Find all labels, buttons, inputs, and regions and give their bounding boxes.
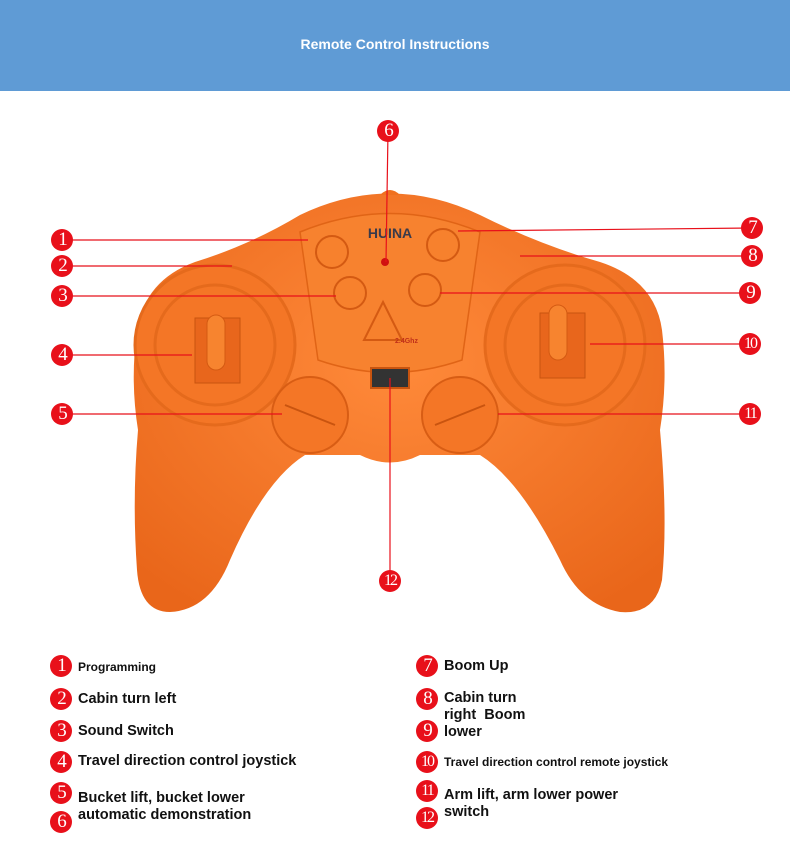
callout-7: 7 bbox=[741, 217, 763, 239]
legend-num: 4 bbox=[50, 751, 72, 773]
svg-text:2.4Ghz: 2.4Ghz bbox=[395, 338, 418, 345]
left-joystick bbox=[194, 314, 241, 384]
controller-diagram: HUINA 2.4Ghz bbox=[62, 130, 753, 613]
legend-text: Travel direction control remote joystick bbox=[444, 755, 669, 769]
legend-num: 12 bbox=[416, 807, 438, 829]
callout-11: 11 bbox=[739, 403, 761, 425]
callout-lines bbox=[62, 130, 753, 581]
legend-num: 10 bbox=[416, 751, 438, 773]
callout-1: 1 bbox=[51, 229, 73, 251]
callout-5: 5 bbox=[51, 403, 73, 425]
legend-text: Sound Switch bbox=[78, 723, 174, 739]
legend-num: 3 bbox=[50, 720, 72, 742]
legend-num: 7 bbox=[416, 655, 438, 677]
legend-text: Bucket lift, bucket lower bbox=[78, 790, 245, 806]
legend-text: switch bbox=[444, 804, 490, 820]
brand-logo: HUINA bbox=[368, 225, 412, 241]
legend-num: 5 bbox=[50, 782, 72, 804]
legend-text: Cabin turn left bbox=[78, 691, 177, 707]
callout-9: 9 bbox=[739, 282, 761, 304]
legend-text: Arm lift, arm lower power bbox=[444, 787, 619, 803]
callout-10: 10 bbox=[739, 333, 761, 355]
callout-12: 12 bbox=[379, 570, 401, 592]
legend-num: 6 bbox=[50, 811, 72, 833]
controller-body: HUINA 2.4Ghz bbox=[133, 190, 665, 613]
page-title: Remote Control Instructions bbox=[300, 36, 490, 52]
legend-text: lower bbox=[444, 724, 482, 740]
callout-8: 8 bbox=[741, 245, 763, 267]
legend-text: Programming bbox=[78, 660, 157, 674]
legend-num: 11 bbox=[416, 780, 438, 802]
legend-text: Boom Up bbox=[444, 658, 509, 674]
legend-text: Cabin turn bbox=[444, 690, 517, 706]
legend-num: 8 bbox=[416, 688, 438, 710]
legend-num: 9 bbox=[416, 720, 438, 742]
callout-4: 4 bbox=[51, 344, 73, 366]
legend-num: 1 bbox=[50, 655, 72, 677]
right-joystick bbox=[539, 304, 586, 379]
legend-text: right Boom bbox=[444, 707, 526, 723]
legend-text: automatic demonstration bbox=[78, 807, 252, 823]
callout-6: 6 bbox=[377, 120, 399, 142]
callout-3: 3 bbox=[51, 285, 73, 307]
legend-text: Travel direction control joystick bbox=[78, 753, 297, 769]
legend-num: 2 bbox=[50, 688, 72, 710]
callout-2: 2 bbox=[51, 255, 73, 277]
header-banner: Remote Control Instructions bbox=[0, 0, 790, 91]
